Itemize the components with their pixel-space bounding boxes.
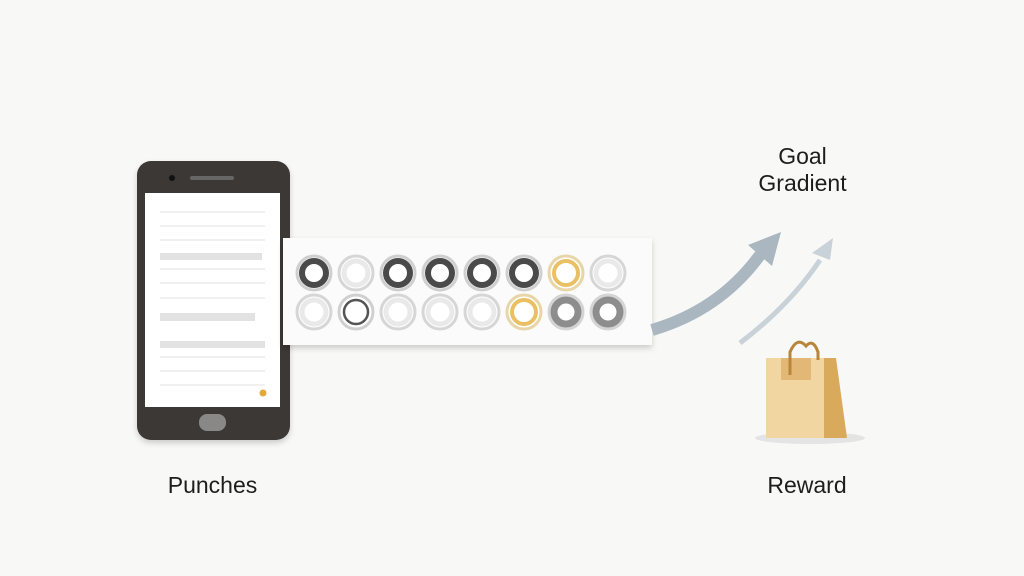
punch-ring-light [589, 254, 627, 292]
punch-ring-light [295, 293, 333, 331]
punch-ring-mid [547, 293, 585, 331]
shopping-bag-icon [755, 340, 865, 444]
goal-gradient-label: Goal Gradient [750, 143, 855, 197]
punch-card [283, 238, 652, 345]
goal-label-line1: Goal [778, 143, 827, 169]
punch-ring-light [463, 293, 501, 331]
punch-ring-dark [379, 254, 417, 292]
punches-label: Punches [167, 472, 258, 498]
phone-icon [137, 161, 290, 440]
punch-ring-gold [505, 293, 543, 331]
punch-ring-gold [547, 254, 585, 292]
punch-ring-light [379, 293, 417, 331]
punch-ring-dark [463, 254, 501, 292]
punch-rings [295, 254, 627, 331]
punch-ring-light [421, 293, 459, 331]
punch-ring-mid [589, 293, 627, 331]
reward-label: Reward [767, 472, 847, 498]
punch-ring-dark-thin [337, 293, 375, 331]
arrow-icon [650, 232, 833, 345]
punch-ring-light [337, 254, 375, 292]
punch-ring-dark [421, 254, 459, 292]
goal-label-line2: Gradient [758, 170, 847, 196]
punch-ring-dark [505, 254, 543, 292]
notification-dot [259, 389, 267, 397]
punch-ring-dark [295, 254, 333, 292]
